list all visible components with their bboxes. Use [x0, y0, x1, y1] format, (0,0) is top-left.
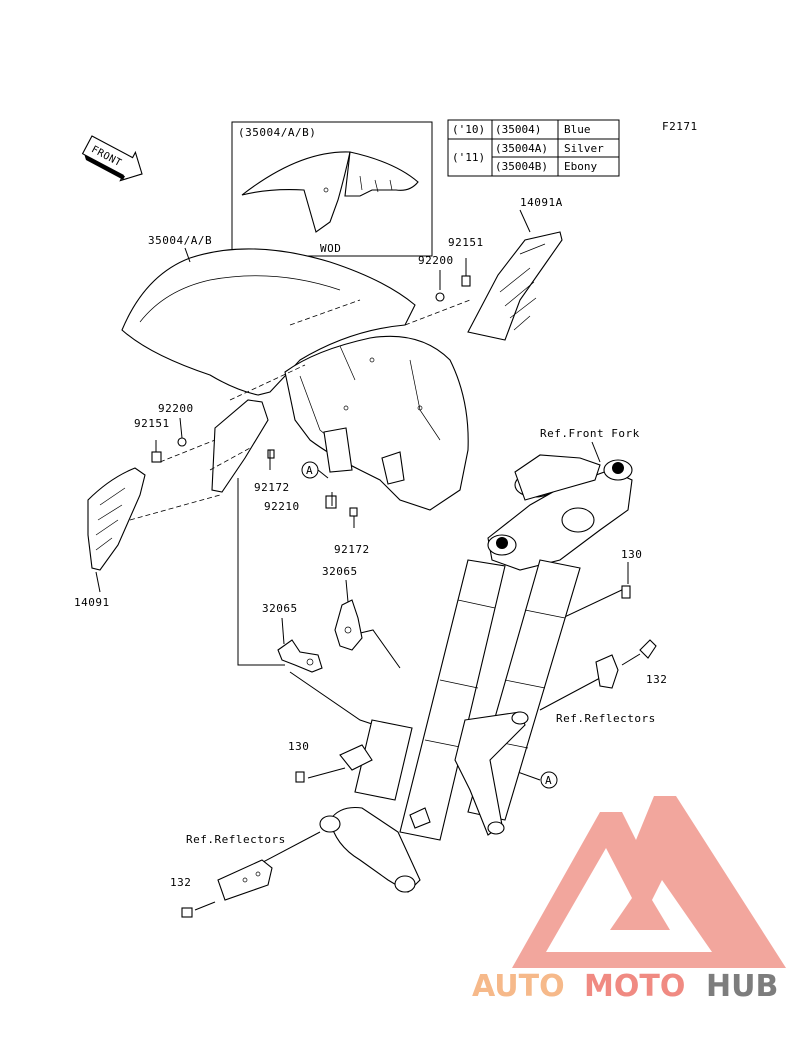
watermark-brand: AUTO MOTO HUB	[472, 969, 778, 1004]
label-reflectors-left: Ref.Reflectors	[186, 833, 286, 846]
label-bracket-lower: 32065	[262, 602, 298, 615]
hardware-top-right	[435, 275, 471, 302]
bolt-130-left	[295, 771, 305, 783]
front-arrow-icon: FRONT	[81, 135, 143, 182]
table-year-2: ('11)	[452, 151, 485, 164]
front-fork	[319, 454, 633, 893]
bracket-lower	[277, 639, 323, 673]
watermark-logo	[512, 796, 786, 968]
table-part-1: (35004)	[495, 123, 541, 136]
label-bolt-132-left: 132	[170, 876, 191, 889]
bracket-upper	[334, 599, 363, 651]
label-screw-center: 92172	[334, 543, 370, 556]
reflector-bracket-right	[595, 639, 657, 689]
label-bolt-left: 92151	[134, 417, 170, 430]
figure-code: F2171	[662, 120, 698, 133]
label-clip: 92210	[264, 500, 300, 513]
label-bolt-132-right: 132	[646, 673, 667, 686]
table-color-2: Silver	[564, 142, 604, 155]
reflector-bracket-left	[181, 859, 273, 918]
wod-caption: WOD	[320, 242, 341, 255]
marker-a-bottom: A	[540, 771, 558, 789]
wod-inset: (35004/A/B) WOD	[231, 121, 433, 257]
cover-right	[467, 231, 563, 341]
label-washer-top-right: 92200	[418, 254, 454, 267]
color-table: ('10) (35004) Blue ('11) (35004A) Silver…	[447, 119, 620, 177]
label-front-fork-ref: Ref.Front Fork	[540, 427, 640, 440]
label-cover-right: 14091A	[520, 196, 563, 209]
table-year-1: ('10)	[452, 123, 485, 136]
marker-a-bottom-label: A	[545, 774, 552, 787]
table-color-3: Ebony	[564, 160, 597, 173]
table-part-2: (35004A)	[495, 142, 548, 155]
marker-a-top: A	[301, 461, 319, 479]
leader-lines	[129, 258, 627, 911]
label-washer-left: 92200	[158, 402, 194, 415]
front-fender	[121, 248, 469, 511]
table-color-1: Blue	[564, 123, 591, 136]
label-reflectors-right: Ref.Reflectors	[556, 712, 656, 725]
table-part-3: (35004B)	[495, 160, 548, 173]
clip-part	[325, 495, 358, 517]
marker-a-top-label: A	[306, 464, 313, 477]
wod-title: (35004/A/B)	[238, 126, 316, 139]
label-bracket-upper: 32065	[322, 565, 358, 578]
label-fender: 35004/A/B	[148, 234, 212, 247]
watermark-moto: MOTO	[584, 969, 685, 1004]
label-bolt-130-right: 130	[621, 548, 642, 561]
cover-left	[87, 467, 146, 571]
label-bolt-top-right: 92151	[448, 236, 484, 249]
label-screw-left: 92172	[254, 481, 290, 494]
watermark-auto: AUTO	[472, 969, 565, 1004]
watermark-hub: HUB	[706, 969, 778, 1004]
bolt-130-right	[621, 585, 631, 599]
label-cover-left: 14091	[74, 596, 110, 609]
label-bolt-130-left: 130	[288, 740, 309, 753]
